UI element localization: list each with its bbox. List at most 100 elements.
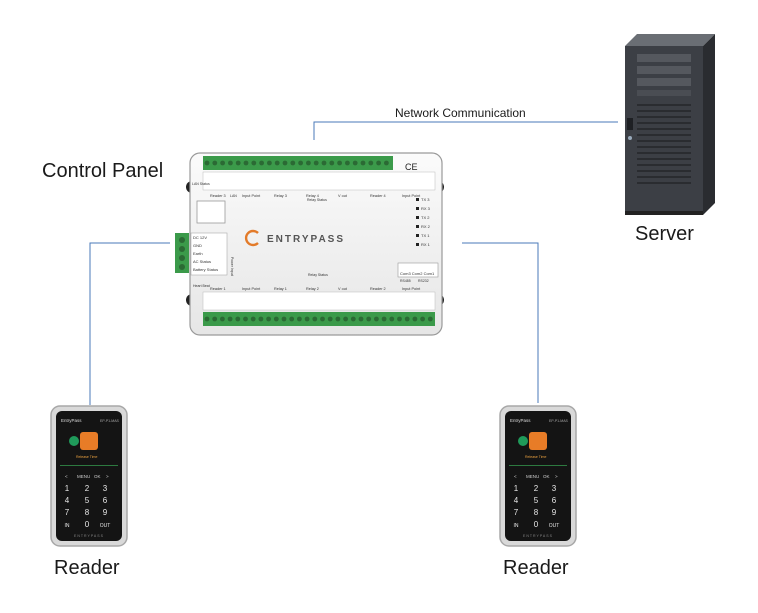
svg-text:>: > [555,474,558,479]
bottom-terminal-label: V out [338,287,348,291]
keypad-key: 7 [65,508,70,517]
svg-text:ENTRYPASS: ENTRYPASS [267,234,345,245]
bottom-terminal-label: Input Point [242,287,261,291]
left-reader-link-line [89,242,170,405]
status-led [416,207,419,210]
server-label: Server [635,223,694,245]
svg-text:Release Time: Release Time [76,455,97,459]
svg-text:MENU: MENU [526,474,539,479]
svg-text:Power Input: Power Input [230,257,234,276]
status-led-label: TX 1 [421,233,430,238]
keypad-key: 5 [534,496,539,505]
reader-device-right: EntryPass EP-P1-MAS Release Time < MENU OK >1 2… [499,405,577,547]
svg-text:ENTRYPASS: ENTRYPASS [74,534,104,538]
svg-text:Heart Beat: Heart Beat [193,284,210,288]
svg-text:MENU: MENU [77,474,90,479]
svg-text:EntryPass: EntryPass [61,418,82,423]
keypad-key: 3 [103,484,108,493]
svg-text:Relay Status: Relay Status [307,198,327,202]
status-led-label: RX 2 [421,224,431,229]
svg-text:LAN Status: LAN Status [192,182,210,186]
svg-text:<: < [514,474,517,479]
svg-text:ENTRYPASS: ENTRYPASS [523,534,553,538]
bottom-terminal-label: Relay 2 [306,287,319,291]
keypad-key: 8 [85,508,90,517]
power-label: GND [193,243,202,248]
top-terminal-label: Reader 3 [210,194,226,198]
top-terminal-label: Input Point [402,194,421,198]
top-terminal-label: Input Point [242,194,261,198]
network-link-line [313,121,618,140]
keypad-key: 3 [552,484,557,493]
keypad-key: 9 [552,508,557,517]
svg-text:<: < [65,474,68,479]
power-terminal-block [175,233,189,273]
keypad-key: 2 [85,484,90,493]
keypad-key: 4 [514,496,519,505]
network-communication-label: Network Communication [395,106,526,120]
svg-text:EntryPass: EntryPass [510,418,531,423]
ce-mark: CE [405,162,418,172]
keypad-key: 1 [514,484,519,493]
status-led [416,234,419,237]
status-led [416,216,419,219]
power-label: DC 12V [193,235,207,240]
reader-label-left: Reader [54,557,120,579]
svg-text:Com3 Com2 Com1: Com3 Com2 Com1 [400,271,435,276]
top-terminal-label: V out [338,194,348,198]
keypad-key: 5 [85,496,90,505]
keypad-key: 0 [85,520,90,529]
top-terminal-label: Relay 3 [274,194,287,198]
svg-text:EP-P1-MAS: EP-P1-MAS [549,419,569,423]
keypad-key: 6 [552,496,557,505]
lan-port [196,200,226,224]
status-led [416,198,419,201]
power-label: Earth [193,251,203,256]
bottom-terminal-block [203,312,435,326]
keypad-key: 2 [534,484,539,493]
bottom-terminal-label: Reader 2 [370,287,386,291]
power-label: Battery Status [193,267,218,272]
status-led-label: RX 1 [421,242,431,247]
svg-text:Relay Status: Relay Status [308,273,328,277]
keypad-key: 9 [103,508,108,517]
svg-text:LAN: LAN [230,194,237,198]
control-panel-device: CE ENTRYPASS TX 3 RX 3 TX 2 RX 2 TX 1 RX 1 Co… [175,152,444,336]
server-tower [625,34,715,215]
keypad-key: IN [514,523,519,529]
keypad-key: 8 [534,508,539,517]
bottom-terminal-label: Relay 1 [274,287,287,291]
keypad-key: 7 [514,508,519,517]
status-led [416,243,419,246]
top-terminal-label: Reader 4 [370,194,386,198]
keypad-key: 1 [65,484,70,493]
svg-text:RS485: RS485 [400,279,411,283]
entrypass-logo: ENTRYPASS [244,229,345,247]
svg-text:EP-P1-MAS: EP-P1-MAS [100,419,120,423]
status-led-label: RX 3 [421,206,431,211]
keypad-key: 4 [65,496,70,505]
status-led [416,225,419,228]
bottom-terminal-label: Input Point [402,287,421,291]
top-terminal-block [203,156,393,170]
keypad-key: OUT [549,523,560,529]
control-panel-label: Control Panel [42,160,164,182]
reader-label-right: Reader [503,557,569,579]
right-reader-link-line [462,242,539,403]
keypad-key: 6 [103,496,108,505]
power-label: AC Status [193,259,211,264]
bottom-terminal-label: Reader 1 [210,287,226,291]
top-terminal-label: Relay 4 [306,194,319,198]
keypad-key: OUT [100,523,111,529]
svg-text:OK: OK [94,474,101,479]
svg-text:Release Time: Release Time [525,455,546,459]
status-led-label: TX 3 [421,197,430,202]
svg-text:RS232: RS232 [418,279,429,283]
keypad-key: IN [65,523,70,529]
svg-text:>: > [106,474,109,479]
status-led-label: TX 2 [421,215,430,220]
reader-device-left: EntryPass EP-P1-MAS Release Time < MENU OK >1 2… [50,405,128,547]
keypad-key: 0 [534,520,539,529]
svg-text:OK: OK [543,474,550,479]
